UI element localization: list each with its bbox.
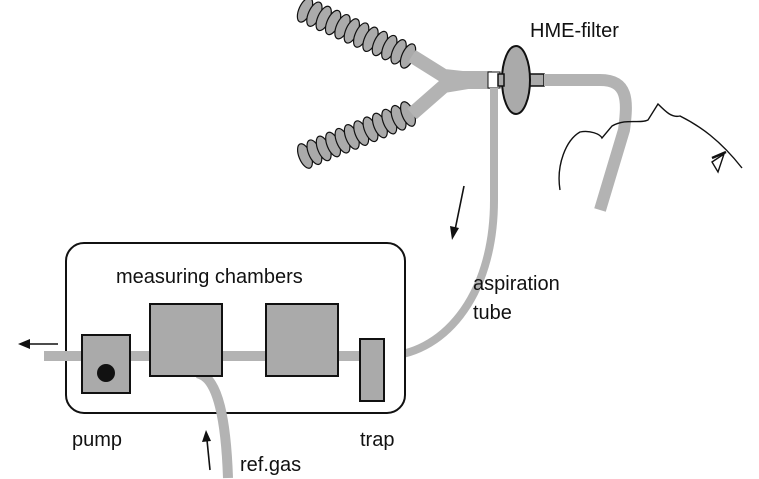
measuring-chamber-2 [265, 303, 339, 377]
exhaust-flow-arrow [18, 339, 58, 349]
pump-rotor-icon [97, 364, 115, 382]
pump-label: pump [72, 429, 123, 451]
hme-filter [497, 45, 545, 115]
measuring-chamber-1 [149, 303, 223, 377]
lower-breathing-hose [296, 101, 417, 169]
aspiration-tube [383, 88, 498, 360]
ref-gas-label: ref.gas [240, 454, 302, 476]
hme-filter-label: HME-filter [530, 20, 619, 42]
patient-face-outline [558, 102, 743, 191]
patient-tube [544, 74, 632, 212]
trap [359, 338, 385, 402]
ref-gas-flow-arrow [202, 430, 211, 471]
tube-label: tube [473, 302, 512, 324]
y-piece [407, 50, 501, 120]
measuring-chambers-label: measuring chambers [116, 266, 303, 288]
upper-breathing-hose [296, 0, 417, 69]
aspiration-label: aspiration [473, 273, 560, 295]
trap-label: trap [360, 429, 395, 451]
aspiration-flow-arrow [450, 185, 465, 240]
